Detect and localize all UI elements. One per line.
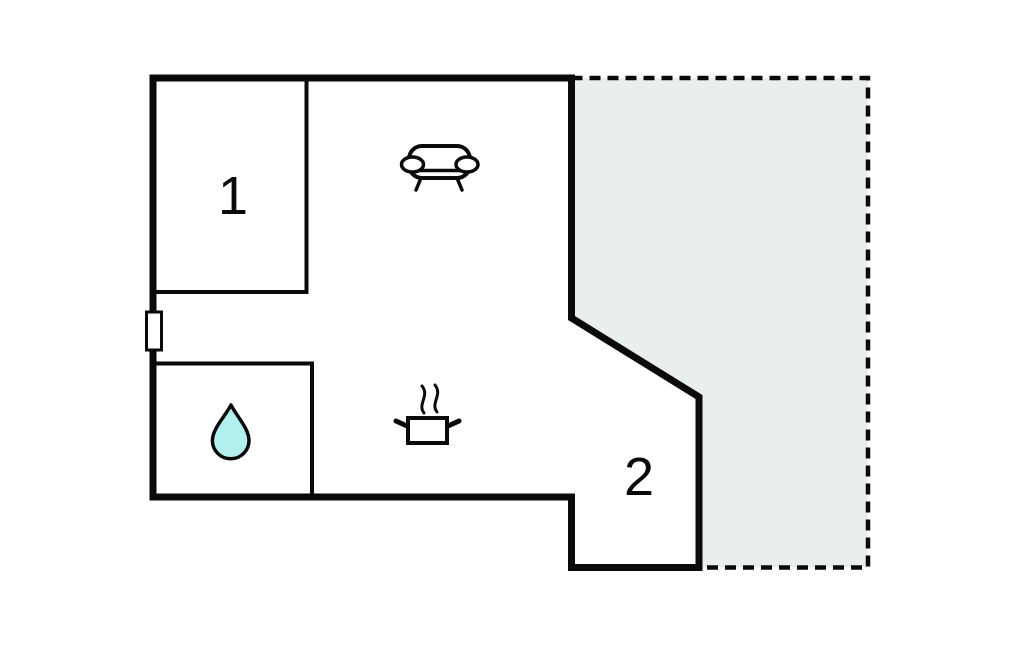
- steam-line-right: [433, 383, 440, 414]
- exterior-walls: [149, 74, 703, 571]
- room-1-partition-walls: [154, 80, 309, 294]
- pot-handle-right: [445, 418, 462, 429]
- sofa-leg-left: [414, 176, 423, 192]
- room-1-label: 1: [218, 166, 248, 226]
- sofa-armrest-left: [399, 155, 426, 174]
- room-2-label: 2: [624, 447, 654, 507]
- pot-handle-left: [393, 418, 410, 429]
- water-drop-icon: [210, 403, 251, 461]
- sofa-leg-right: [455, 176, 464, 192]
- window-marker: [145, 310, 163, 352]
- sofa-armrest-right: [454, 155, 480, 174]
- pot-body: [406, 416, 449, 445]
- bathroom-partition-walls: [154, 361, 314, 495]
- dashed-border: [571, 75, 871, 570]
- sofa-icon: [399, 144, 480, 192]
- cooking-pot-icon: [393, 383, 462, 445]
- steam-line-left: [420, 384, 427, 415]
- dashed-outdoor-area: [571, 78, 868, 568]
